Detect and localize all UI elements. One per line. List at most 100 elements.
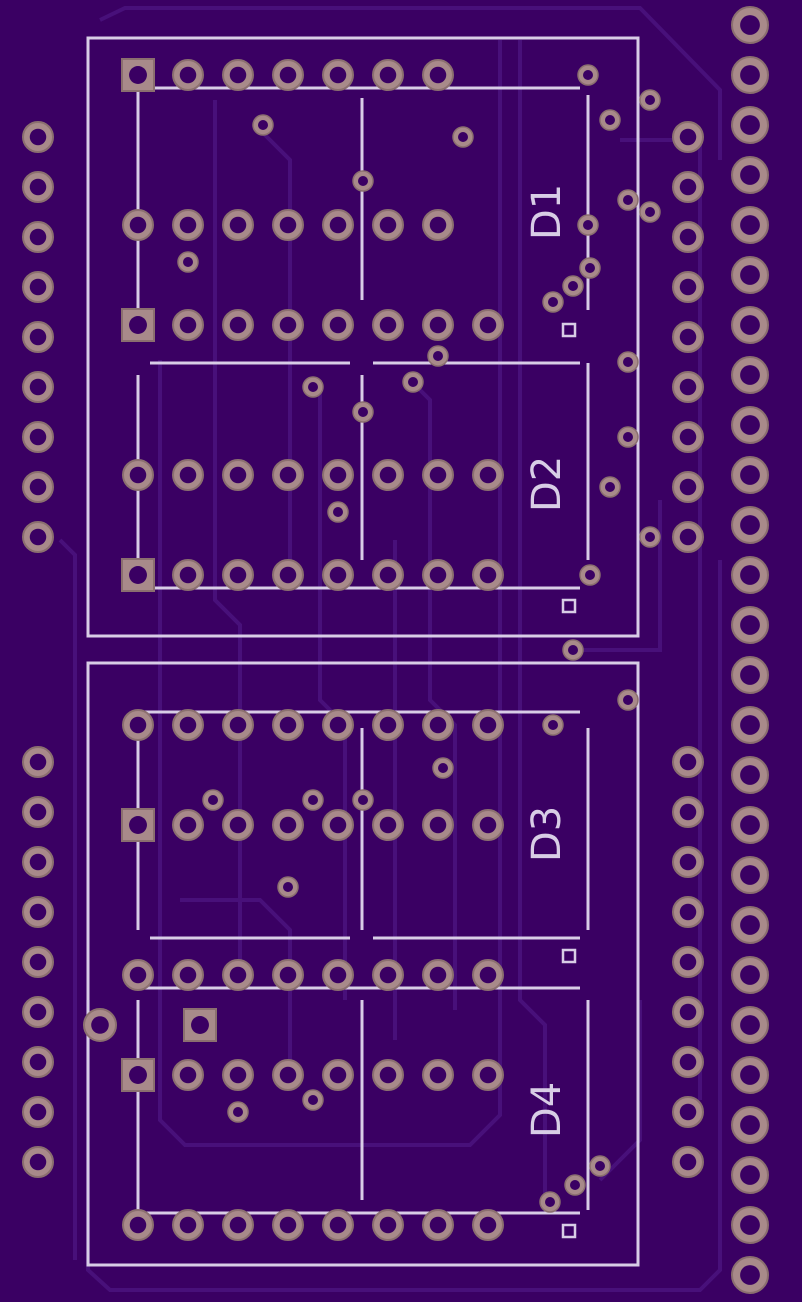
pad-hole bbox=[329, 316, 347, 334]
pad-hole bbox=[229, 566, 247, 584]
pad-hole bbox=[379, 216, 397, 234]
pad-hole bbox=[679, 1053, 697, 1071]
via-hole bbox=[438, 763, 448, 773]
pad-hole bbox=[740, 1115, 760, 1135]
via-hole bbox=[583, 220, 593, 230]
designator-d3: D3 bbox=[524, 806, 570, 862]
pad-hole bbox=[429, 716, 447, 734]
pad-hole bbox=[329, 1066, 347, 1084]
module-outline-top bbox=[86, 36, 640, 638]
via-hole bbox=[308, 1095, 318, 1105]
pad-hole bbox=[379, 66, 397, 84]
pad-hole bbox=[429, 1066, 447, 1084]
module-outline-bottom bbox=[86, 661, 640, 1267]
pad-hole bbox=[679, 128, 697, 146]
pad-hole bbox=[740, 265, 760, 285]
via-hole bbox=[595, 1161, 605, 1171]
pad-hole bbox=[329, 66, 347, 84]
pad-hole bbox=[740, 765, 760, 785]
via-hole bbox=[605, 115, 615, 125]
pad-hole bbox=[740, 1165, 760, 1185]
pad-hole bbox=[29, 178, 47, 196]
pad-hole bbox=[279, 716, 297, 734]
pad-hole bbox=[740, 715, 760, 735]
pad-hole bbox=[29, 478, 47, 496]
pad-hole bbox=[279, 1066, 297, 1084]
pad-hole bbox=[479, 966, 497, 984]
pad-hole bbox=[129, 1216, 147, 1234]
pad-hole bbox=[379, 1216, 397, 1234]
pad-hole bbox=[229, 216, 247, 234]
pad-hole bbox=[329, 816, 347, 834]
pad-hole bbox=[91, 1016, 109, 1034]
pad-hole bbox=[179, 966, 197, 984]
pad-hole bbox=[229, 66, 247, 84]
via-hole bbox=[258, 120, 268, 130]
via-hole bbox=[585, 263, 595, 273]
via-hole bbox=[568, 645, 578, 655]
pad-hole bbox=[740, 965, 760, 985]
pad-hole bbox=[279, 816, 297, 834]
pad-hole bbox=[740, 165, 760, 185]
pad-hole bbox=[29, 328, 47, 346]
pad-hole bbox=[740, 565, 760, 585]
via-hole bbox=[585, 570, 595, 580]
pad-hole bbox=[179, 316, 197, 334]
pad-hole bbox=[379, 316, 397, 334]
pad-hole bbox=[229, 1066, 247, 1084]
via-hole bbox=[408, 377, 418, 387]
pad-hole bbox=[429, 566, 447, 584]
through-hole-pads bbox=[22, 6, 769, 1294]
via-hole bbox=[358, 795, 368, 805]
pad-hole bbox=[679, 178, 697, 196]
pad-hole bbox=[740, 215, 760, 235]
pad-hole bbox=[329, 1216, 347, 1234]
pad-hole bbox=[429, 466, 447, 484]
pad-hole bbox=[679, 528, 697, 546]
pad-hole bbox=[429, 966, 447, 984]
via-hole bbox=[548, 297, 558, 307]
pad-hole bbox=[29, 1003, 47, 1021]
pad-hole bbox=[740, 1065, 760, 1085]
via-hole bbox=[458, 132, 468, 142]
pad-hole bbox=[379, 566, 397, 584]
pad-hole bbox=[279, 1216, 297, 1234]
pad-hole bbox=[129, 966, 147, 984]
pad-hole bbox=[29, 1153, 47, 1171]
pad-hole bbox=[679, 1003, 697, 1021]
pad-hole bbox=[679, 753, 697, 771]
pad-hole bbox=[329, 966, 347, 984]
pad-hole bbox=[679, 228, 697, 246]
via-hole bbox=[570, 1180, 580, 1190]
pad-hole bbox=[740, 615, 760, 635]
pad-hole bbox=[29, 953, 47, 971]
pad-hole bbox=[679, 328, 697, 346]
pad-hole bbox=[179, 566, 197, 584]
pad-hole bbox=[740, 15, 760, 35]
pad-hole bbox=[740, 65, 760, 85]
display-pin-square bbox=[121, 808, 155, 842]
pad-hole bbox=[29, 803, 47, 821]
pad-hole bbox=[740, 1215, 760, 1235]
pad-hole bbox=[29, 853, 47, 871]
pad-hole bbox=[740, 865, 760, 885]
via-hole bbox=[233, 1107, 243, 1117]
pad-hole bbox=[740, 315, 760, 335]
pad-hole bbox=[29, 378, 47, 396]
pad-hole bbox=[679, 378, 697, 396]
pad-hole bbox=[279, 316, 297, 334]
pad-hole bbox=[129, 566, 147, 584]
pad-hole bbox=[279, 216, 297, 234]
via-hole bbox=[433, 351, 443, 361]
via-hole bbox=[583, 70, 593, 80]
pad-hole bbox=[29, 278, 47, 296]
pad-hole bbox=[179, 216, 197, 234]
pad-hole bbox=[29, 528, 47, 546]
pad-hole bbox=[329, 466, 347, 484]
pad-hole bbox=[29, 1103, 47, 1121]
via-hole bbox=[545, 1197, 555, 1207]
pad-hole bbox=[29, 1053, 47, 1071]
via-hole bbox=[283, 882, 293, 892]
pad-hole bbox=[29, 428, 47, 446]
pad-hole bbox=[229, 466, 247, 484]
